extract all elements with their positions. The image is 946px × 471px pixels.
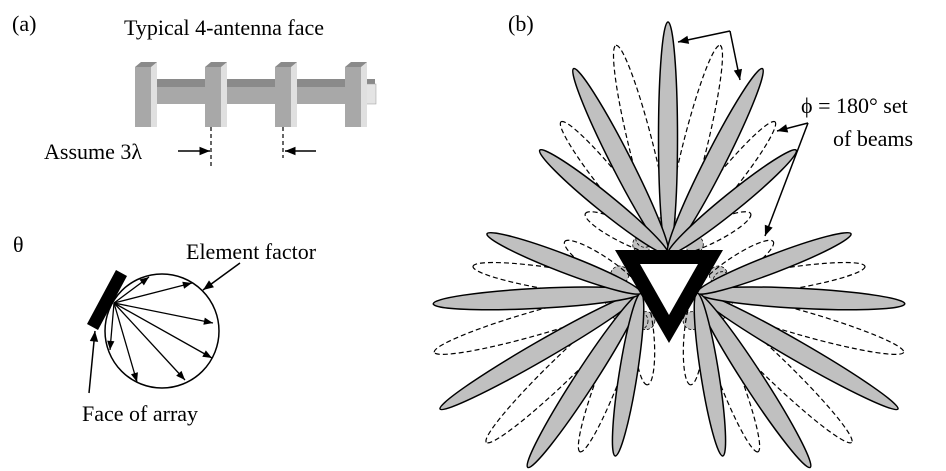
antenna-element-2 <box>205 62 227 127</box>
antenna-face-illustration <box>135 62 377 127</box>
radiation-vectors <box>107 276 214 383</box>
array-face-plate <box>87 270 127 330</box>
spacing-label: Assume 3λ <box>44 139 142 164</box>
element-factor-label: Element factor <box>186 239 317 264</box>
element-factor-circle <box>104 273 220 389</box>
theta-label: θ <box>13 232 24 257</box>
antenna-element-3 <box>275 62 297 127</box>
callout-arrow-phi-beam-2 <box>764 122 809 237</box>
top-main-beam-4 <box>538 148 670 256</box>
panel-b-label: (b) <box>508 11 534 36</box>
face-of-array-label: Face of array <box>82 401 198 426</box>
element-factor-pointer-arrow <box>202 262 241 291</box>
beam-set-label-line1: ϕ = 180° set <box>801 93 908 118</box>
beam-callouts <box>677 30 809 237</box>
panel-a-label: (a) <box>12 11 36 36</box>
top-main-beam-1 <box>657 21 679 255</box>
beam-set-label-line2: of beams <box>833 126 913 151</box>
callout-arrow-phi-beam-1 <box>776 122 809 133</box>
callout-arrow-center-beam <box>677 30 731 44</box>
element-factor-diagram <box>87 262 241 394</box>
antenna-element-4 <box>345 62 367 127</box>
triangular-array <box>615 250 723 343</box>
antenna-element-1 <box>135 62 157 127</box>
face-pointer-arrow <box>88 330 99 394</box>
antenna-face-title: Typical 4-antenna face <box>124 15 324 40</box>
top-main-beam-5 <box>666 148 798 256</box>
beam-patterns <box>432 21 906 469</box>
callout-arrow-side-beam <box>729 30 743 81</box>
